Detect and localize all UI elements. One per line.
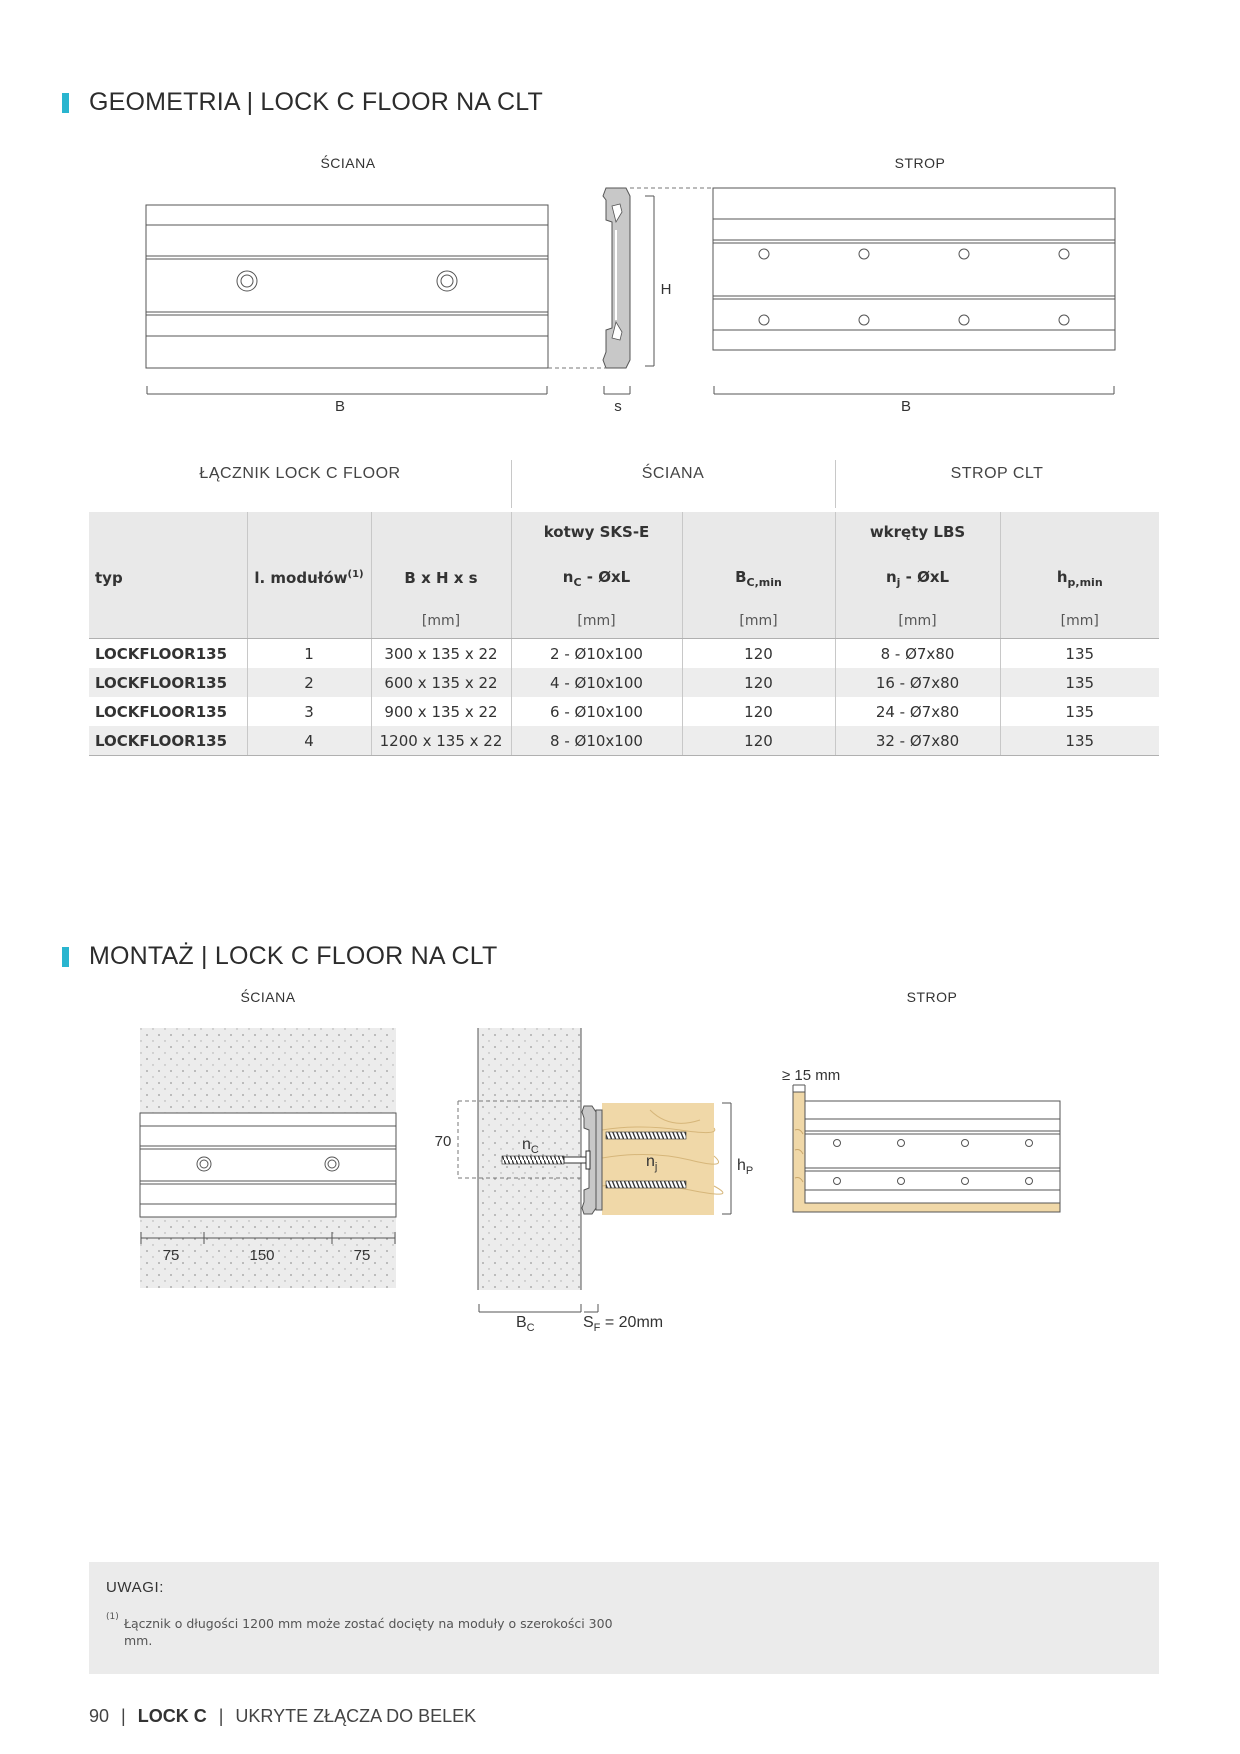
notes-title: UWAGI: — [106, 1579, 165, 1596]
group-separator — [835, 460, 836, 508]
section-title: GEOMETRIA | LOCK C FLOOR NA CLT — [89, 88, 543, 116]
footer-separator: | — [121, 1706, 126, 1726]
col-type: typ — [89, 552, 247, 604]
label-nc: nC — [522, 1136, 539, 1156]
group-wall: ŚCIANA — [641, 465, 705, 482]
geometry-floor-label: STROP — [895, 155, 946, 171]
accent-bar — [62, 946, 69, 967]
spacing-150: 150 — [249, 1247, 274, 1264]
dim-h-label: H — [661, 281, 672, 298]
label-sf: SF = 20mm — [583, 1314, 663, 1334]
footer-brand: LOCK C — [137, 1706, 207, 1726]
min-gap-label: ≥ 15 mm — [782, 1067, 840, 1084]
table-header-row: typ l. modułów(1) B x H x s nC - ØxL BC,… — [89, 552, 1159, 604]
col-bc: BC,min — [681, 552, 835, 604]
col-modules: l. modułów(1) — [246, 552, 371, 604]
group-connector: ŁĄCZNIK LOCK C FLOOR — [199, 465, 401, 482]
col-nc: nC - ØxL — [510, 552, 682, 604]
dim-b-label: B — [335, 398, 345, 415]
accent-bar — [62, 92, 69, 113]
col-hp: hp,min — [999, 552, 1159, 604]
footer-separator: | — [218, 1706, 224, 1726]
footer-section: UKRYTE ZŁĄCZA DO BELEK — [235, 1706, 477, 1726]
label-nj: nj — [646, 1153, 657, 1173]
table-subheader-row: kotwy SKS-E wkręty LBS — [89, 512, 1159, 552]
profile-section-drawing — [548, 187, 712, 395]
label-hp: hP — [737, 1157, 753, 1177]
geometry-wall-label: ŚCIANA — [320, 154, 375, 171]
dim-b-label-floor: B — [901, 398, 911, 415]
group-floor: STROP CLT — [950, 465, 1044, 482]
section-title: MONTAŻ | LOCK C FLOOR NA CLT — [89, 942, 498, 970]
dim-s-label: s — [614, 398, 622, 415]
geometry-drawing: ŚCIANA STROP B H s — [145, 154, 1116, 415]
notes-text: Łącznik o długości 1200 mm może zostać d… — [124, 1616, 613, 1648]
mounting-section-drawing — [457, 1028, 732, 1313]
notes-box: UWAGI: (1) Łącznik o długości 1200 mm mo… — [89, 1562, 1159, 1674]
floor-elevation-drawing — [792, 1084, 1061, 1213]
group-separator — [511, 460, 512, 508]
wall-plate-drawing — [145, 204, 549, 369]
spec-table: kotwy SKS-E wkręty LBS typ l. modułów(1)… — [89, 512, 1159, 756]
spacing-75-left: 75 — [163, 1247, 180, 1264]
notes-footnote-mark: (1) — [106, 1612, 119, 1622]
spacing-75-right: 75 — [354, 1247, 371, 1264]
section-heading-mounting: MONTAŻ | LOCK C FLOOR NA CLT — [62, 942, 497, 971]
mounting-wall-label: ŚCIANA — [240, 988, 295, 1005]
mounting-drawing: ŚCIANA STROP 75 150 75 — [139, 988, 1061, 1334]
dim-70: 70 — [435, 1133, 452, 1150]
floor-width-dimension — [713, 386, 1115, 395]
table-unit-row: [mm] [mm] [mm] [mm] [mm] — [89, 604, 1159, 639]
col-bhs: B x H x s — [370, 552, 511, 604]
page-number: 90 — [89, 1706, 110, 1726]
section-heading-geometry: GEOMETRIA | LOCK C FLOOR NA CLT — [62, 88, 543, 117]
wall-elevation-drawing — [139, 1028, 397, 1288]
page-footer: 90 | LOCK C | UKRYTE ZŁĄCZA DO BELEK — [89, 1706, 476, 1727]
label-bc: BC — [516, 1314, 535, 1334]
floor-plate-drawing — [712, 187, 1116, 351]
sub-screws: wkręty LBS — [834, 512, 1000, 552]
wall-width-dimension — [146, 386, 548, 395]
col-nj: nj - ØxL — [834, 552, 1000, 604]
mounting-floor-label: STROP — [907, 989, 958, 1005]
sub-anchors: kotwy SKS-E — [510, 512, 682, 552]
